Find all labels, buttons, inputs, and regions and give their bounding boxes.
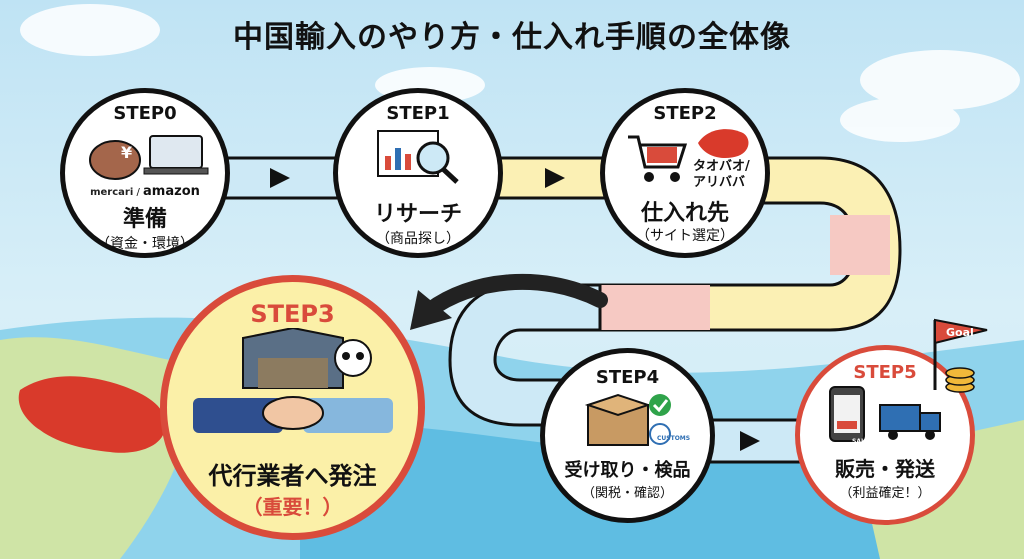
- step-label: STEP5: [853, 362, 917, 383]
- curved-arrow-body: [422, 273, 608, 318]
- site-alibaba: アリババ: [693, 175, 746, 190]
- research-icon: [377, 130, 459, 184]
- brand-row: mercari / amazon: [65, 184, 225, 199]
- wallet-yen-text: ¥: [121, 143, 133, 162]
- step-name: 代行業者へ発注: [208, 462, 377, 490]
- step-sub: （重要！）: [242, 495, 343, 519]
- step4-circle: STEP4 CUSTOMS 受け取り・検品 （関税・確認）: [540, 348, 715, 523]
- step-sub: （サイト選定）: [636, 228, 734, 244]
- step-label: STEP2: [653, 103, 717, 124]
- step-name: 仕入れ先: [640, 201, 729, 226]
- page-title: 中国輸入のやり方・仕入れ手順の全体像: [233, 20, 791, 55]
- mercari-logo: mercari: [90, 187, 134, 198]
- arrow-icon: [740, 431, 760, 451]
- step2-circle: STEP2 タオバオ/ アリババ 仕入れ先 （サイト選定）: [600, 88, 770, 258]
- panda-icon: [333, 339, 372, 377]
- step-label: STEP0: [113, 103, 177, 124]
- step-name: リサーチ: [373, 202, 462, 227]
- curved-arrow-head-icon: [410, 290, 452, 330]
- step-sub: （利益確定！）: [839, 486, 931, 501]
- truck-icon: [879, 404, 921, 432]
- step-sub: （資金・環境）: [96, 236, 194, 252]
- step0-icons: [89, 135, 209, 180]
- goal-flag-icon: [933, 318, 988, 393]
- road-segment-down: [448, 283, 602, 427]
- magnifier-icon: [416, 141, 450, 175]
- step5-circle: STEP5 SALE 販売・発送 （利益確定！）: [795, 345, 975, 525]
- step5-icons: [829, 386, 941, 442]
- arrow-icon: [270, 168, 290, 188]
- box-icon: [584, 393, 671, 446]
- step-sub: （商品探し）: [376, 231, 460, 247]
- step-name: 準備: [122, 207, 167, 232]
- handshake-left: [192, 398, 283, 433]
- amazon-logo: amazon: [143, 184, 200, 199]
- goal-flag-text: Goal: [946, 326, 974, 339]
- step-sub: （関税・確認）: [581, 486, 673, 501]
- arrow-icon: [545, 168, 565, 188]
- handshake-right: [302, 398, 393, 433]
- road-pink-bend: [830, 215, 890, 275]
- step-label: STEP3: [250, 300, 335, 328]
- step-label: STEP4: [595, 367, 660, 388]
- step3-circle: STEP3 代行業者へ発注 （重要！）: [160, 275, 425, 540]
- laptop-icon: [149, 135, 203, 169]
- customs-stamp-text: CUSTOMS: [657, 435, 691, 442]
- step-name: 受け取り・検品: [564, 460, 691, 481]
- brand-slash: /: [136, 187, 144, 198]
- china-map-icon: [698, 129, 749, 159]
- handshake-icon: [261, 396, 324, 430]
- customs-stamp-icon: [648, 423, 671, 445]
- cart-icon: [628, 135, 688, 182]
- china-map: [18, 376, 166, 453]
- step3-illustration: [192, 326, 393, 433]
- wallet-icon: [89, 140, 141, 180]
- check-icon: [648, 394, 671, 416]
- road-pink-patch: [600, 285, 710, 330]
- step0-circle: STEP0 ¥ mercari / amazon 準備 （資金・環境）: [60, 88, 230, 258]
- step1-circle: STEP1 リサーチ （商品探し）: [333, 88, 503, 258]
- step-label: STEP1: [386, 103, 450, 124]
- site-taobao: タオバオ/: [693, 159, 750, 174]
- sale-text: SALE: [852, 438, 869, 445]
- step-name: 販売・発送: [835, 457, 935, 481]
